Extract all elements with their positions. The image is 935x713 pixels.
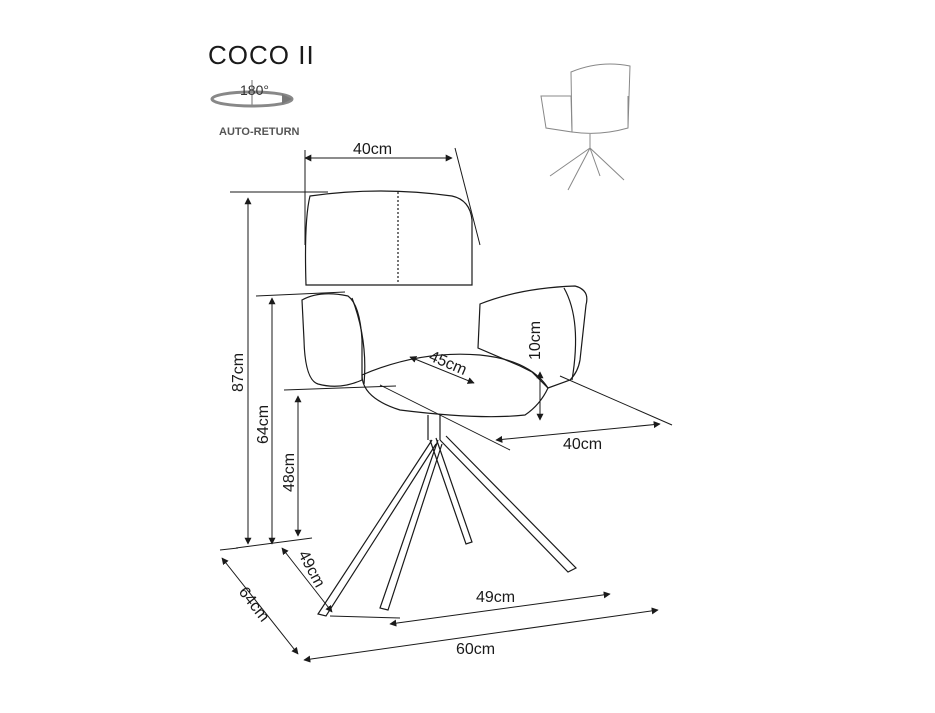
base-depth-label: 49cm [294,548,327,591]
armrest-height-label: 64cm [255,405,272,444]
backrest-width-label: 40cm [353,141,392,158]
dimension-lines [219,147,673,663]
chair-drawing [301,190,588,617]
rotation-degrees: 180° [240,82,269,98]
seat-width-label: 40cm [563,436,602,453]
total-height-label: 87cm [230,353,247,392]
rotation-arrow-icon [210,80,294,108]
armrest-above-seat-label: 10cm [527,321,544,360]
seat-height-label: 48cm [281,453,298,492]
total-depth-label: 64cm [235,584,272,625]
base-width-label: 49cm [476,589,515,606]
total-width-label: 60cm [456,641,495,658]
seat-depth-label: 45cm [426,348,469,379]
product-title: COCO II [208,40,315,70]
auto-return-label: AUTO-RETURN [219,126,300,138]
back-view-thumbnail [540,63,631,191]
